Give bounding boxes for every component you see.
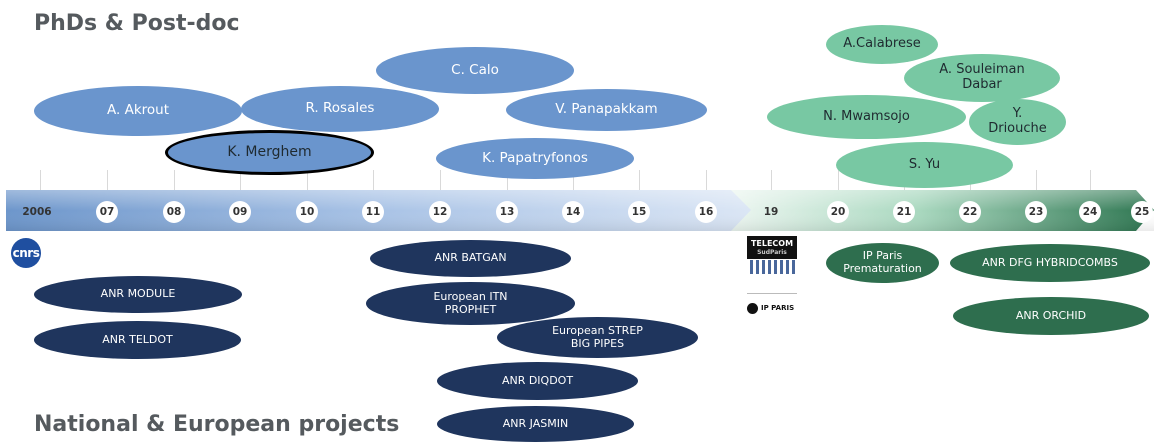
tick — [107, 170, 108, 192]
year-label: 19 — [763, 206, 779, 218]
tick — [307, 170, 308, 192]
tick — [240, 170, 241, 192]
year-label: 24 — [1079, 201, 1101, 223]
ipparis-line1: IP Paris — [862, 249, 903, 263]
driouche-line1: Y. — [1012, 106, 1023, 122]
ipparis-line2: Prematuration — [843, 262, 922, 275]
tick — [40, 170, 41, 192]
logo-divider — [747, 293, 797, 294]
project-jasmin: ANR JASMIN — [437, 406, 634, 442]
project-batgan: ANR BATGAN — [370, 240, 571, 277]
year-label: 13 — [496, 201, 518, 223]
phds-heading: PhDs & Post-doc — [34, 11, 240, 36]
year-label: 12 — [429, 201, 451, 223]
telecom-logo-line2: SudParis — [747, 249, 797, 256]
phd-panapakkam: V. Panapakkam — [506, 89, 707, 131]
strep-line2: BIG PIPES — [570, 336, 625, 350]
project-module: ANR MODULE — [34, 276, 242, 313]
tick — [1036, 170, 1037, 192]
year-label: 16 — [695, 201, 717, 223]
year-label: 10 — [296, 201, 318, 223]
phd-merghem: K. Merghem — [165, 130, 374, 175]
tick — [706, 170, 707, 192]
year-label: 2006 — [22, 206, 52, 218]
postdoc-yu: S. Yu — [836, 142, 1013, 188]
tick — [174, 170, 175, 192]
tick — [507, 170, 508, 192]
tick — [771, 170, 772, 192]
souleiman-line2: Dabar — [962, 77, 1002, 92]
tick — [1090, 170, 1091, 192]
year-label: 22 — [959, 201, 981, 223]
project-teldot: ANR TELDOT — [34, 321, 241, 359]
year-label: 09 — [229, 201, 251, 223]
telecom-sudparis-logo: TELECOM SudParis — [747, 236, 797, 286]
souleiman-line1: A. Souleiman — [939, 62, 1025, 78]
project-ipparis-prematuration: IP Paris Prematuration — [826, 243, 939, 283]
projects-heading: National & European projects — [34, 412, 400, 437]
phd-akrout: A. Akrout — [34, 86, 242, 136]
postdoc-mwamsojo: N. Mwamsojo — [767, 95, 966, 139]
itn-line2: PROPHET — [444, 302, 497, 316]
project-strep: European STREP BIG PIPES — [497, 317, 698, 358]
postdoc-calabrese: A.Calabrese — [826, 25, 938, 64]
project-orchid: ANR ORCHID — [953, 297, 1149, 335]
year-label: 07 — [96, 201, 118, 223]
driouche-line2: Driouche — [988, 121, 1047, 136]
year-label: 14 — [562, 201, 584, 223]
year-label: 20 — [827, 201, 849, 223]
tick — [373, 170, 374, 192]
ip-paris-logo-text: IP PARIS — [761, 304, 795, 312]
year-label: 08 — [163, 201, 185, 223]
project-diqdot: ANR DIQDOT — [437, 362, 638, 400]
strep-line1: European STREP — [552, 323, 643, 337]
phd-papatryfonos: K. Papatryfonos — [436, 138, 634, 179]
year-label: 11 — [362, 201, 384, 223]
postdoc-souleiman: A. Souleiman Dabar — [904, 54, 1060, 102]
tick — [838, 170, 839, 192]
tick — [440, 170, 441, 192]
telecom-logo-top: TELECOM SudParis — [747, 236, 797, 259]
phd-rosales: R. Rosales — [241, 86, 439, 132]
ip-paris-logo: IP PARIS — [747, 301, 794, 315]
year-label: 21 — [893, 201, 915, 223]
project-itn: European ITN PROPHET — [366, 282, 575, 325]
year-label: 23 — [1025, 201, 1047, 223]
telecom-logo-pattern — [747, 260, 797, 274]
postdoc-driouche: Y. Driouche — [969, 99, 1066, 145]
tick — [639, 170, 640, 192]
cnrs-logo: cnrs — [11, 238, 41, 268]
tick — [573, 170, 574, 192]
ip-paris-emblem-icon — [747, 302, 758, 314]
phd-calo: C. Calo — [376, 47, 574, 94]
telecom-logo-line1: TELECOM — [750, 239, 794, 248]
project-hybridcombs: ANR DFG HYBRIDCOMBS — [950, 244, 1150, 282]
year-label: 15 — [628, 201, 650, 223]
year-label: 25 — [1131, 201, 1153, 223]
itn-line1: European ITN — [433, 289, 508, 303]
